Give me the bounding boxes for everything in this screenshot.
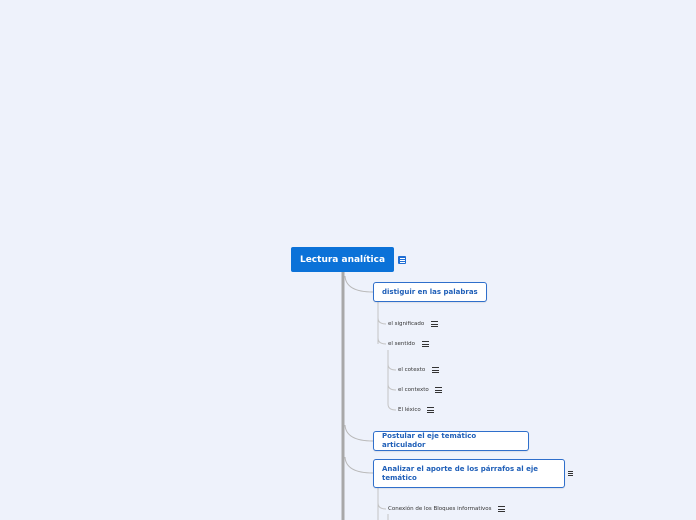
leaf-significado[interactable]: el significado	[388, 321, 425, 327]
branch-connector-3	[344, 456, 374, 474]
note-icon[interactable]	[435, 387, 442, 393]
leaf-lexico[interactable]: El léxico	[398, 407, 421, 413]
root-node[interactable]: Lectura analítica	[291, 247, 394, 272]
note-icon[interactable]	[422, 341, 429, 347]
leaf-sentido[interactable]: el sentido	[388, 341, 415, 347]
branch-connector-2	[344, 424, 374, 442]
branch-node-distiguir[interactable]: distiguir en las palabras	[373, 282, 487, 302]
leaf-cotexto[interactable]: el cotexto	[398, 367, 426, 373]
note-icon[interactable]	[568, 471, 573, 476]
branch-node-analizar[interactable]: Analizar el aporte de los párrafos al ej…	[373, 459, 565, 488]
branch-connector-1	[344, 275, 374, 293]
leaf-contexto[interactable]: el contexto	[398, 387, 429, 393]
leaf-connector-conexion	[377, 502, 387, 510]
note-icon[interactable]	[398, 256, 406, 264]
leaf-connector-lexico	[387, 403, 397, 411]
note-icon[interactable]	[431, 321, 438, 327]
leaf-connector-sentido	[377, 337, 387, 345]
leaf-connector-contexto	[387, 383, 397, 391]
branch-node-postular[interactable]: Postular el eje temático articulador	[373, 431, 529, 451]
leaf-connector-cotexto	[387, 363, 397, 371]
note-icon[interactable]	[427, 407, 434, 413]
leaf-conexion[interactable]: Conexión de los Bloques informativos	[388, 506, 492, 512]
leaf-connector-significado	[377, 317, 387, 325]
note-icon[interactable]	[432, 367, 439, 373]
note-icon[interactable]	[498, 506, 505, 512]
